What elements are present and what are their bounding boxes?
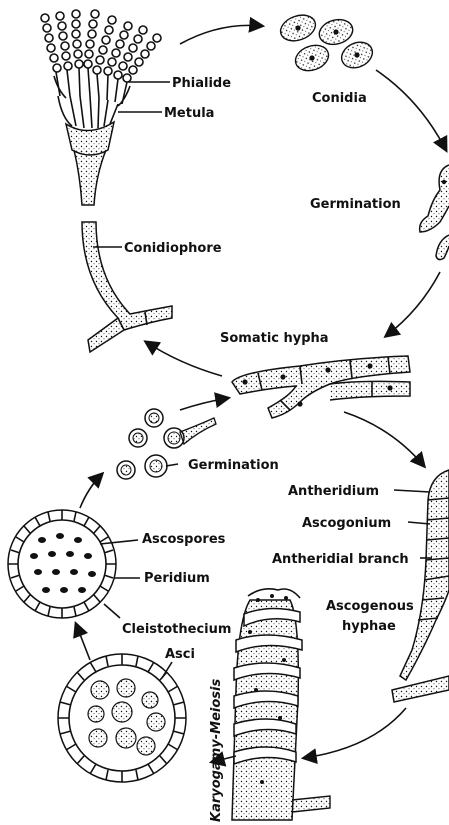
- label-peridium: Peridium: [144, 571, 210, 586]
- arrow-germination-to-hypha: [386, 272, 440, 336]
- label-asci: Asci: [165, 647, 195, 662]
- conidiophore-structure: [41, 10, 172, 352]
- phialides: [54, 68, 130, 106]
- label-ascogonium: Ascogonium: [302, 516, 391, 531]
- leader-lines-conidiophore: [93, 82, 170, 247]
- cleistothecium-ascospores: [8, 510, 116, 618]
- arrow-asci-to-ascospores: [76, 624, 90, 660]
- label-germination-top: Germination: [310, 197, 401, 212]
- label-antheridium: Antheridium: [288, 484, 379, 499]
- conidial-chains: [41, 10, 161, 82]
- sexual-organs: [392, 470, 449, 702]
- arrow-conidiophore-to-conidia: [180, 25, 262, 44]
- conidiophore-stipe-upper: [74, 150, 106, 205]
- metulae: [58, 96, 118, 128]
- label-cleistothecium: Cleistothecium: [122, 622, 231, 637]
- label-conidiophore: Conidiophore: [124, 241, 222, 256]
- label-conidia: Conidia: [312, 91, 367, 106]
- arrow-germination-to-hypha-mid: [180, 398, 228, 410]
- label-somatic-hypha: Somatic hypha: [220, 331, 329, 346]
- label-antheridial-branch: Antheridial branch: [272, 552, 409, 567]
- arrow-hypha-to-sexual-organs: [344, 412, 424, 466]
- label-ascogenous-line1: Ascogenous: [326, 599, 414, 614]
- label-metula: Metula: [164, 106, 214, 121]
- conidia-cluster: [277, 11, 377, 76]
- label-phialide: Phialide: [172, 76, 231, 91]
- ascogenous-hyphae-coil: [232, 589, 330, 820]
- label-ascospores: Ascospores: [142, 532, 226, 547]
- cleistothecium-asci: [58, 654, 186, 782]
- arrow-organs-to-coil: [304, 708, 406, 758]
- arrow-conidia-to-germination: [376, 70, 446, 150]
- label-germination-mid: Germination: [188, 458, 279, 473]
- arrow-hypha-to-conidiophore: [146, 342, 222, 376]
- label-ascogenous-line2: hyphae: [342, 619, 396, 634]
- label-karyogamy-meiosis: Karyogamy-Meiosis: [209, 679, 224, 822]
- arrow-ascospores-to-germination: [80, 474, 102, 508]
- germinating-conidia-right: [420, 165, 449, 260]
- somatic-hypha: [232, 356, 410, 418]
